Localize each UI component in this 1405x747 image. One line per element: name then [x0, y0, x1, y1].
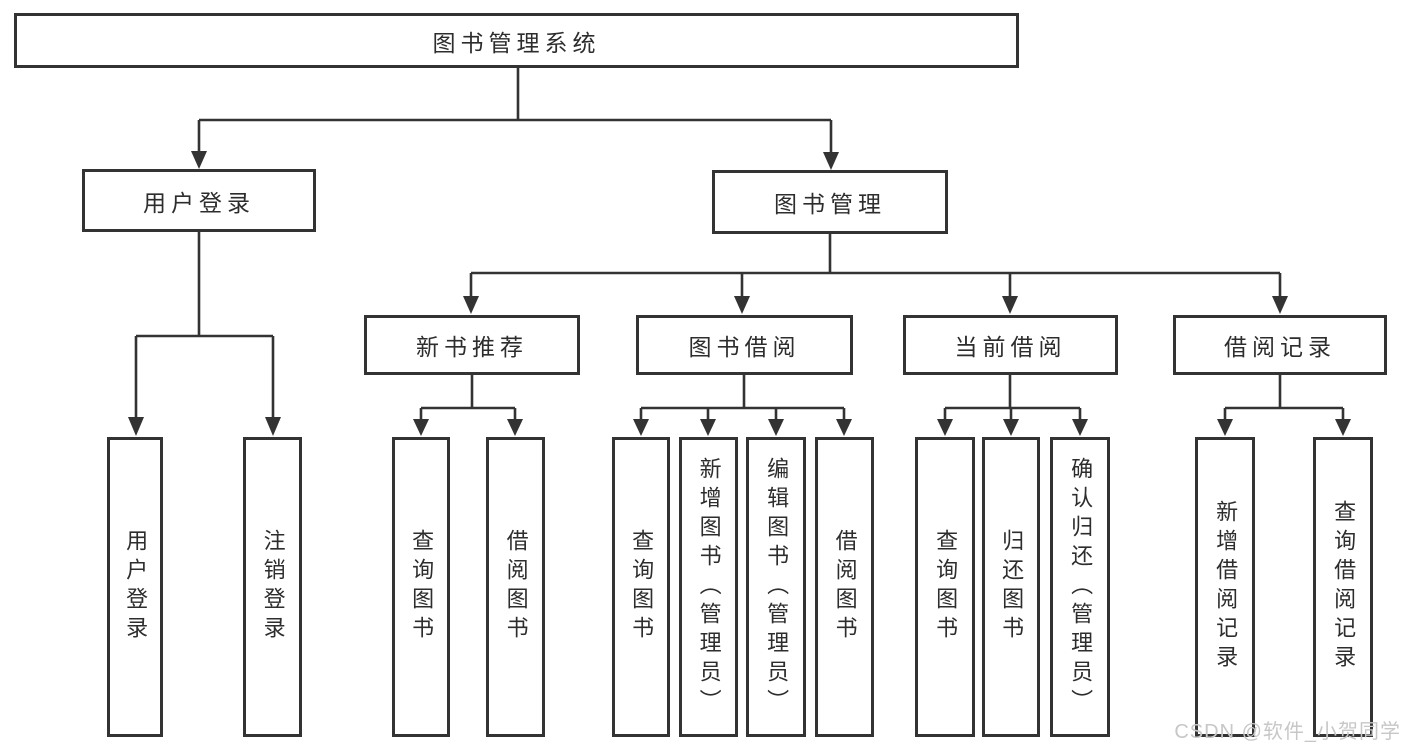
leaf-logout: 注销登录 [243, 437, 302, 737]
leaf-query-book-current: 查询图书 [915, 437, 975, 737]
connector-book-borrow [633, 375, 852, 436]
connector-user-login [128, 232, 281, 436]
leaf-query-book-borrow-label: 查询图书 [629, 529, 655, 645]
node-book-borrow: 图书借阅 [636, 315, 853, 375]
node-new-book-recommend: 新书推荐 [364, 315, 580, 375]
leaf-borrow-book-recommend-label: 借阅图书 [503, 529, 529, 645]
leaf-user-login: 用户登录 [107, 437, 163, 737]
connector-new-book-recommend [413, 375, 523, 436]
leaf-edit-book-admin-label: 编辑图书（管理员） [764, 456, 790, 718]
leaf-query-book-current-label: 查询图书 [933, 529, 959, 645]
leaf-return-book: 归还图书 [982, 437, 1040, 737]
leaf-add-book-admin-label: 新增图书（管理员） [696, 456, 722, 718]
leaf-query-book-recommend-label: 查询图书 [409, 529, 435, 645]
node-current-borrow: 当前借阅 [903, 315, 1118, 375]
leaf-edit-book-admin: 编辑图书（管理员） [746, 437, 806, 737]
connector-book-management [463, 234, 1288, 314]
node-borrow-record: 借阅记录 [1173, 315, 1387, 375]
watermark: CSDN @软件_小贺同学 [1174, 721, 1401, 743]
leaf-query-borrow-record-label: 查询借阅记录 [1331, 500, 1357, 674]
leaf-add-book-admin: 新增图书（管理员） [679, 437, 738, 737]
node-user-login: 用户登录 [82, 169, 316, 232]
leaf-borrow-book-recommend: 借阅图书 [486, 437, 545, 737]
leaf-confirm-return-admin-label: 确认归还（管理员） [1068, 456, 1094, 718]
leaf-borrow-book: 借阅图书 [815, 437, 874, 737]
connector-borrow-record [1217, 375, 1351, 436]
leaf-add-borrow-record-label: 新增借阅记录 [1213, 500, 1239, 674]
leaf-query-book-borrow: 查询图书 [612, 437, 670, 737]
leaf-confirm-return-admin: 确认归还（管理员） [1050, 437, 1110, 737]
connector-current-borrow [937, 375, 1088, 436]
node-root-system: 图书管理系统 [14, 13, 1019, 68]
leaf-borrow-book-label: 借阅图书 [832, 529, 858, 645]
leaf-user-login-label: 用户登录 [123, 529, 149, 645]
leaf-logout-label: 注销登录 [260, 529, 286, 645]
node-book-management: 图书管理 [712, 170, 948, 234]
leaf-query-borrow-record: 查询借阅记录 [1313, 437, 1373, 737]
leaf-add-borrow-record: 新增借阅记录 [1195, 437, 1255, 737]
leaf-query-book-recommend: 查询图书 [392, 437, 450, 737]
connector-root [191, 68, 839, 170]
leaf-return-book-label: 归还图书 [999, 529, 1025, 645]
